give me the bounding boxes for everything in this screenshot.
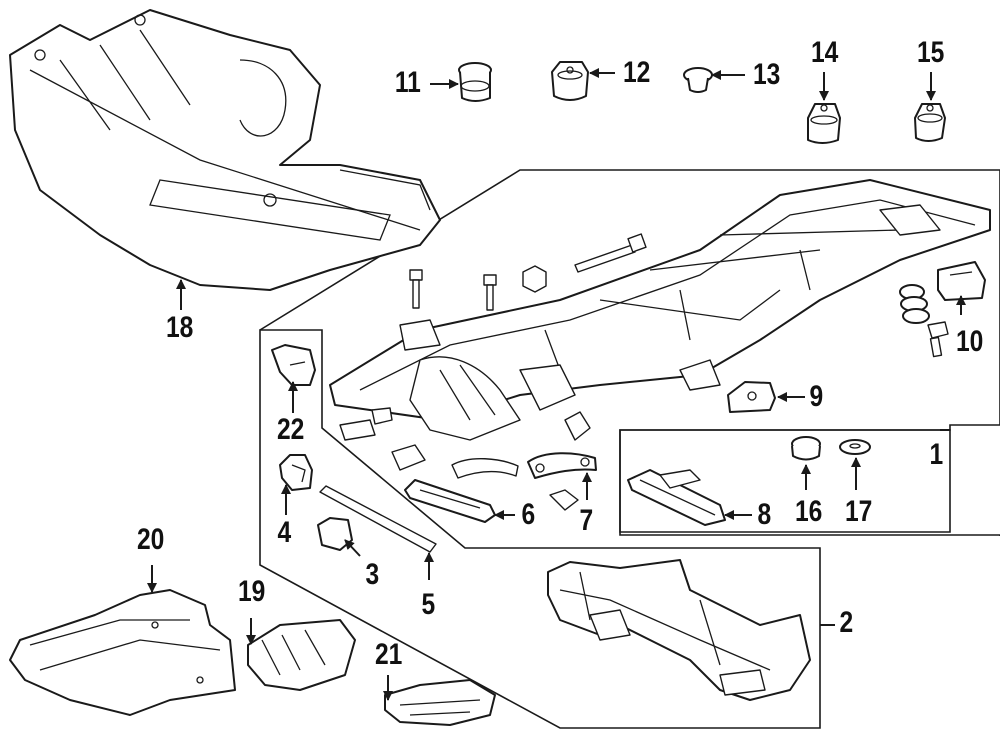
callout-6: 6	[521, 498, 536, 531]
frame-bolts-cluster	[339, 407, 591, 511]
callout-11: 11	[394, 66, 421, 99]
washer-17	[839, 439, 871, 455]
mount-bracket-22	[271, 344, 316, 386]
callout-22: 22	[277, 413, 305, 446]
frame-bolt-vertical-1	[409, 269, 423, 309]
frame-group-outline-left	[259, 329, 821, 729]
callout-4: 4	[277, 516, 292, 549]
body-mount-15	[914, 103, 946, 142]
frame-bolt-long	[574, 233, 647, 273]
callout-9: 9	[809, 380, 824, 413]
lower-shield-20	[9, 589, 236, 716]
callout-19: 19	[238, 575, 266, 608]
stabilizer-bar-5	[319, 485, 437, 553]
callout-10: 10	[956, 325, 984, 358]
rear-bump-spring	[899, 284, 930, 324]
rear-bolt	[927, 321, 949, 358]
lower-shield-21	[384, 679, 496, 726]
body-mount-14	[807, 103, 841, 144]
frame-bolt-vertical-2	[483, 274, 497, 311]
callout-21: 21	[375, 638, 403, 671]
cover-cap-3	[317, 517, 353, 551]
rear-spring-bracket	[937, 261, 986, 301]
callout-16: 16	[795, 495, 823, 528]
leader-arrows	[147, 68, 966, 701]
callout-18: 18	[166, 311, 194, 344]
body-mount-12	[551, 61, 589, 101]
callout-5: 5	[421, 588, 436, 621]
lower-shield-19	[247, 619, 356, 691]
transmission-crossmember	[627, 469, 726, 526]
callout-13: 13	[753, 58, 781, 91]
mount-bracket-4	[279, 454, 313, 491]
body-mount-11	[458, 62, 492, 102]
callout-3: 3	[365, 558, 380, 591]
frame-nut	[522, 265, 547, 293]
callout-15: 15	[917, 36, 945, 69]
link-arm-6	[404, 479, 496, 523]
callout-17: 17	[845, 495, 873, 528]
callout-14: 14	[811, 36, 839, 69]
callout-20: 20	[137, 523, 165, 556]
body-mount-13	[683, 67, 713, 93]
isolator-16	[791, 436, 821, 461]
callout-7: 7	[579, 504, 594, 537]
skid-plate-shield	[9, 9, 441, 291]
callout-2: 2	[839, 606, 854, 639]
front-crossmember	[547, 559, 811, 701]
callout-8: 8	[757, 498, 772, 531]
callout-1: 1	[929, 438, 944, 471]
link-arm-7	[527, 452, 597, 479]
crossmember-bracket-box	[619, 429, 951, 533]
vehicle-frame	[329, 179, 991, 441]
mount-bracket-9	[727, 381, 776, 413]
callout-12: 12	[623, 56, 651, 89]
